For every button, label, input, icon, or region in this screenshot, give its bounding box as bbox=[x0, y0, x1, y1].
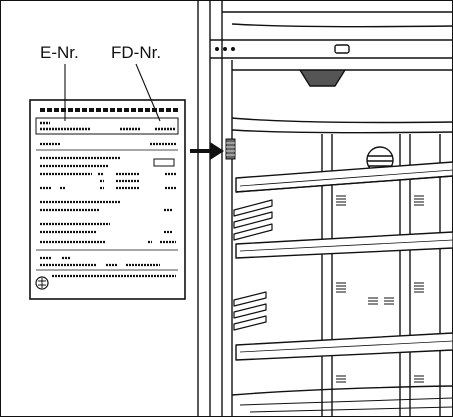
fd-nr-leader-line bbox=[135, 63, 161, 122]
plate-print-lines bbox=[40, 142, 176, 278]
right-arrow-icon bbox=[190, 142, 224, 160]
e-nr-label: E-Nr. bbox=[40, 43, 79, 62]
glass-shelf-1 bbox=[235, 161, 453, 193]
interior-light bbox=[299, 69, 346, 87]
glass-shelf-3 bbox=[235, 332, 453, 361]
fridge-interior bbox=[197, 0, 453, 417]
air-vents bbox=[336, 195, 424, 383]
shelf-rails bbox=[233, 199, 273, 331]
appliance-symbol-icon bbox=[35, 276, 49, 290]
rating-plate-position-mark bbox=[225, 138, 236, 160]
glass-shelf-2 bbox=[235, 231, 453, 259]
fd-nr-label: FD-Nr. bbox=[111, 43, 161, 62]
control-display bbox=[334, 44, 350, 54]
label-leaders bbox=[64, 63, 161, 122]
rating-plate bbox=[29, 99, 186, 300]
